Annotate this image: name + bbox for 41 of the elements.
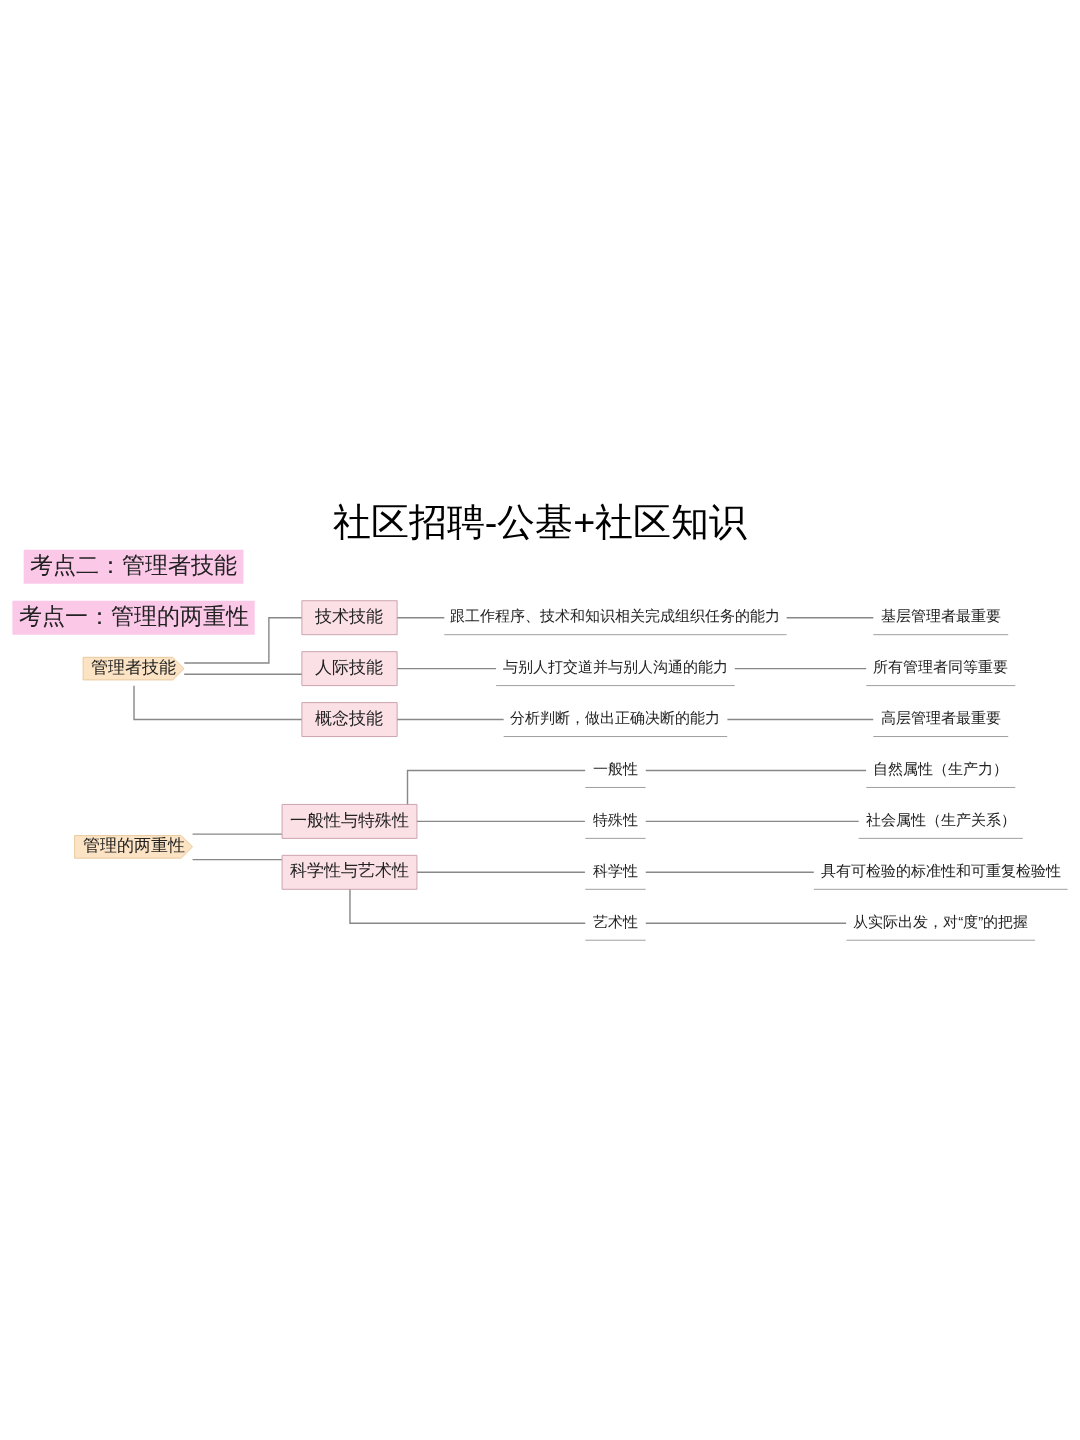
connector: [645, 922, 847, 924]
node-box: 技术技能: [301, 599, 398, 635]
node-box: 人际技能: [301, 650, 398, 686]
node-text: 分析判断，做出正确决断的能力: [510, 708, 721, 726]
node-box: 一般性与特殊性: [281, 803, 418, 839]
node-text: 科学性: [592, 861, 638, 879]
connector: [734, 667, 867, 669]
node-text: 跟工作程序、技术和知识相关完成组织任务的能力: [450, 606, 781, 624]
connector: [645, 769, 867, 771]
diagram-title: 社区招聘-公基+社区知识: [332, 500, 748, 543]
connector: [396, 616, 445, 618]
node-box: 科学性与艺术性: [281, 854, 418, 890]
node-text: 一般性: [592, 759, 638, 777]
connector: [645, 871, 815, 873]
node-text: 高层管理者最重要: [880, 708, 1001, 726]
connector: [183, 673, 303, 675]
node-text: 社会属性（生产关系）: [865, 810, 1016, 828]
connector: [416, 820, 586, 822]
connector: [396, 667, 497, 669]
connector: [406, 769, 586, 805]
node-text: 从实际出发，对“度”的把握: [853, 912, 1029, 930]
connector: [349, 888, 586, 924]
connector: [191, 832, 283, 835]
connector: [133, 684, 303, 720]
node-text: 自然属性（生产力）: [873, 759, 1009, 777]
node-text: 艺术性: [592, 912, 638, 930]
node-text: 所有管理者同等重要: [873, 657, 1009, 675]
label: 考点一：管理的两重性: [18, 603, 249, 629]
connector: [645, 820, 860, 822]
connector: [191, 858, 283, 860]
connector: [396, 718, 505, 720]
connector: [416, 871, 586, 873]
node-box: 概念技能: [301, 701, 398, 737]
label: 考点二：管理者技能: [30, 552, 238, 578]
node-text: 特殊性: [592, 810, 638, 828]
connector: [786, 616, 875, 618]
connector: [726, 718, 874, 720]
node-text: 具有可检验的标准性和可重复检验性: [820, 861, 1061, 879]
connector: [183, 616, 303, 664]
node-text: 与别人打交道并与别人沟通的能力: [502, 657, 728, 675]
node-text: 基层管理者最重要: [880, 606, 1001, 624]
